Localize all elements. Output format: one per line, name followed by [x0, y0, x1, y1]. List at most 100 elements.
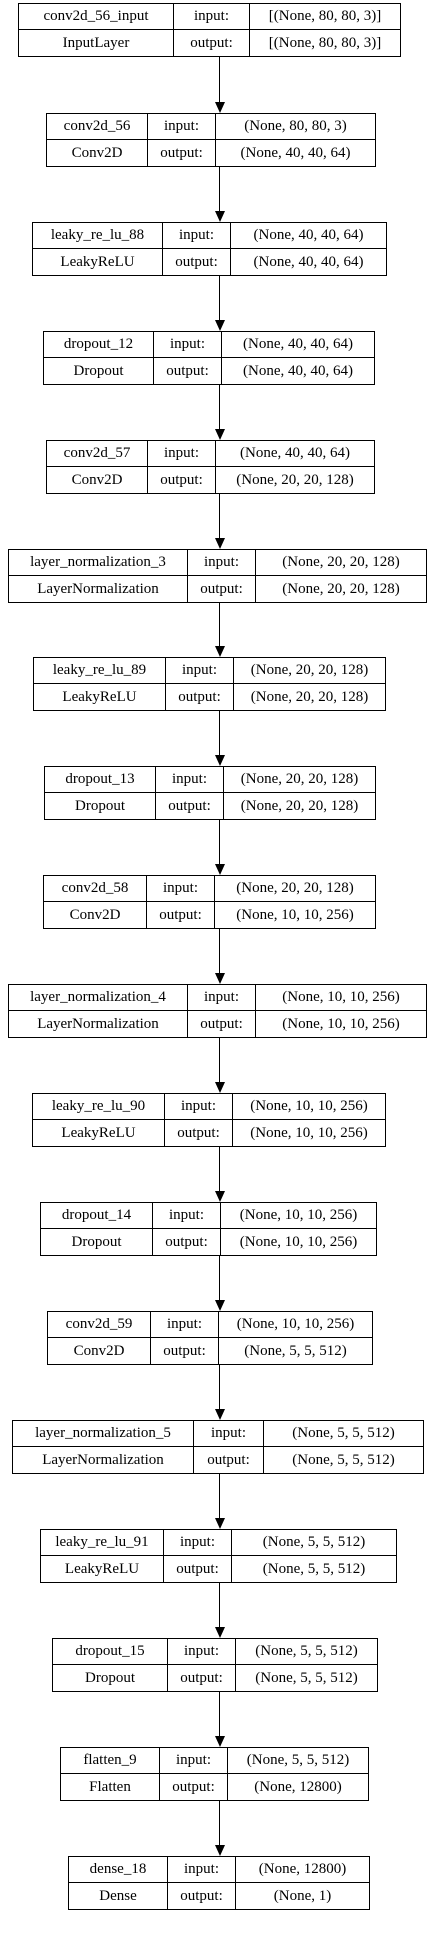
arrow-down-icon	[214, 1518, 225, 1529]
layer-name: conv2d_56_input	[19, 4, 174, 29]
arrow-down-icon	[214, 973, 225, 984]
output-shape: (None, 40, 40, 64)	[253, 253, 364, 270]
layer-name: leaky_re_lu_91	[41, 1530, 164, 1555]
connector-line	[219, 1365, 220, 1409]
output-label: output:	[148, 467, 216, 493]
output-shape: (None, 20, 20, 128)	[250, 688, 369, 705]
layer-name: conv2d_56	[47, 114, 148, 139]
connector-line	[219, 276, 220, 320]
connector-line	[219, 603, 220, 646]
layer-type: Dropout	[45, 793, 156, 819]
input-shape: (None, 5, 5, 512)	[262, 1534, 366, 1550]
connector-line	[219, 1692, 220, 1736]
input-shape: (None, 80, 80, 3)	[244, 118, 347, 134]
output-shape: (None, 5, 5, 512)	[244, 1342, 347, 1359]
input-shape: (None, 10, 10, 256)	[239, 1207, 358, 1223]
layer-type: Conv2D	[48, 1338, 151, 1364]
layer-type: Dense	[69, 1883, 168, 1909]
input-shape: (None, 10, 10, 256)	[250, 1098, 368, 1114]
input-shape: (None, 10, 10, 256)	[236, 1316, 355, 1332]
output-label: output:	[151, 1338, 219, 1364]
output-label: output:	[168, 1665, 236, 1691]
layer-name: leaky_re_lu_90	[33, 1094, 165, 1119]
arrow-down-icon	[214, 538, 225, 549]
input-shape: (None, 20, 20, 128)	[236, 880, 354, 896]
input-label: input:	[154, 332, 222, 357]
output-shape: (None, 40, 40, 64)	[243, 362, 353, 379]
layer-name: conv2d_58	[44, 876, 147, 901]
arrow-down-icon	[214, 864, 225, 875]
layer-type: LayerNormalization	[9, 1011, 188, 1037]
connector-line	[219, 711, 220, 755]
connector-line	[219, 167, 220, 211]
layer-type: LayerNormalization	[13, 1447, 194, 1473]
output-label: output:	[174, 30, 250, 56]
layer-type: Conv2D	[47, 140, 148, 166]
arrow-down-icon	[214, 429, 225, 440]
output-shape: (None, 20, 20, 128)	[282, 580, 400, 597]
arrow-down-icon	[214, 102, 225, 113]
layer-type: LeakyReLU	[33, 249, 163, 275]
input-shape: (None, 5, 5, 512)	[246, 1752, 350, 1768]
output-label: output:	[154, 358, 222, 384]
arrow-down-icon	[214, 320, 225, 331]
input-shape: (None, 40, 40, 64)	[240, 445, 350, 461]
input-shape: (None, 40, 40, 64)	[243, 336, 353, 352]
input-label: input:	[188, 550, 256, 575]
input-shape: (None, 5, 5, 512)	[255, 1643, 358, 1659]
output-shape: (None, 1)	[273, 1887, 332, 1904]
input-label: input:	[168, 1639, 236, 1664]
input-shape: (None, 20, 20, 128)	[250, 662, 369, 678]
input-shape: (None, 20, 20, 128)	[240, 771, 359, 787]
input-shape: (None, 20, 20, 128)	[282, 554, 400, 570]
output-shape: (None, 10, 10, 256)	[282, 1015, 400, 1032]
layer-type: LeakyReLU	[41, 1556, 164, 1582]
input-label: input:	[148, 114, 216, 139]
input-label: input:	[165, 1094, 233, 1119]
layer-type: Dropout	[53, 1665, 168, 1691]
arrow-down-icon	[214, 1627, 225, 1638]
layer-type: InputLayer	[19, 30, 174, 56]
connector-line	[219, 1147, 220, 1191]
layer-name: dropout_15	[53, 1639, 168, 1664]
connector-line	[219, 57, 220, 102]
layer-name: flatten_9	[61, 1748, 160, 1773]
arrow-down-icon	[214, 1845, 225, 1856]
connector-line	[219, 1038, 220, 1082]
arrow-down-icon	[214, 211, 225, 222]
output-shape: (None, 10, 10, 256)	[239, 1233, 358, 1250]
input-shape: (None, 5, 5, 512)	[292, 1425, 395, 1441]
output-shape: (None, 12800)	[254, 1778, 342, 1795]
layer-type: Conv2D	[44, 902, 147, 928]
input-label: input:	[163, 223, 231, 248]
output-label: output:	[156, 793, 224, 819]
layer-name: layer_normalization_5	[13, 1421, 194, 1446]
connector-line	[219, 1801, 220, 1845]
layer-type: LayerNormalization	[9, 576, 188, 602]
input-label: input:	[168, 1857, 236, 1882]
layer-name: dropout_14	[41, 1203, 153, 1228]
arrow-down-icon	[214, 755, 225, 766]
input-label: input:	[160, 1748, 228, 1773]
input-label: input:	[194, 1421, 264, 1446]
output-shape: (None, 10, 10, 256)	[236, 906, 354, 923]
layer-name: dense_18	[69, 1857, 168, 1882]
layer-name: leaky_re_lu_89	[34, 658, 166, 683]
input-label: input:	[166, 658, 234, 683]
output-shape: (None, 5, 5, 512)	[262, 1560, 366, 1577]
input-shape: (None, 10, 10, 256)	[282, 989, 400, 1005]
input-label: input:	[156, 767, 224, 792]
output-label: output:	[164, 1556, 232, 1582]
